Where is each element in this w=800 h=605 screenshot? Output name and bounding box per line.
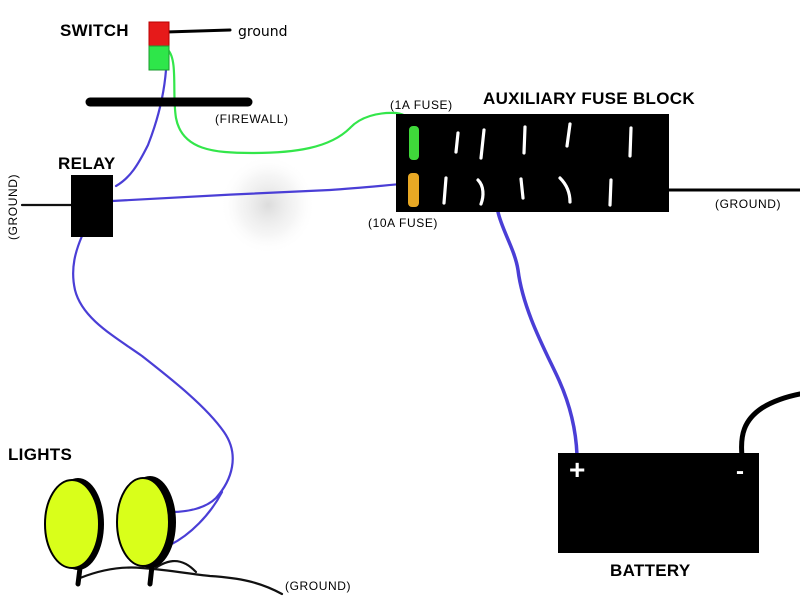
- switch-ground-label: ground: [238, 24, 288, 40]
- light-right: [116, 476, 176, 587]
- relay-box: [71, 175, 113, 237]
- relay-to-lights-wire: [72, 234, 234, 514]
- switch-ground-wire: [164, 28, 232, 34]
- battery-label: BATTERY: [610, 561, 691, 580]
- fuse-block-ground-label: (GROUND): [715, 197, 781, 211]
- fuse-10a-label: (10A FUSE): [368, 216, 438, 230]
- fuse-to-battery-wire: [496, 210, 579, 457]
- relay-to-fuse-wire: [110, 181, 414, 203]
- background-smudge: [220, 155, 316, 255]
- battery-plus-label: +: [569, 454, 585, 485]
- battery-body: [558, 453, 759, 553]
- relay-label: RELAY: [58, 154, 116, 173]
- light-left: [44, 478, 104, 587]
- firewall-label: (FIREWALL): [215, 112, 289, 126]
- switch-top-red: [148, 21, 170, 47]
- lights-ground-label: (GROUND): [285, 579, 351, 593]
- battery-negative-wire: [739, 391, 800, 459]
- lights-label: LIGHTS: [8, 445, 72, 464]
- relay-ground-label: (GROUND): [6, 174, 20, 240]
- switch-bottom-green: [148, 45, 170, 71]
- fuse-1a: [409, 126, 419, 160]
- battery-minus-label: -: [736, 458, 744, 485]
- switch-to-fuse-wire: [166, 48, 416, 155]
- switch-label: SWITCH: [60, 21, 129, 40]
- fuse-block-label: AUXILIARY FUSE BLOCK: [483, 89, 695, 108]
- fuse-block-body: [396, 114, 669, 212]
- lights-ground-wire: [78, 566, 284, 596]
- fuse-1a-label: (1A FUSE): [390, 98, 453, 112]
- fuse-10a: [408, 173, 419, 207]
- fuse-slots: [442, 122, 633, 207]
- switch-to-relay-wire: [114, 68, 168, 188]
- relay-to-lights-branch-wire: [168, 490, 224, 547]
